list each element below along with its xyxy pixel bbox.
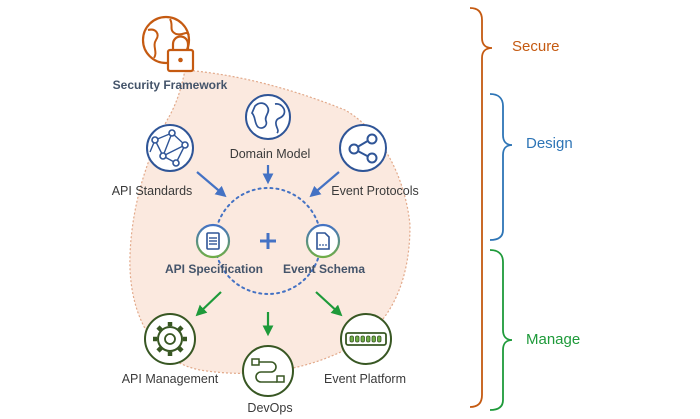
world-map-icon <box>245 94 291 140</box>
arrow-standards-to-spec <box>196 171 227 198</box>
api-management-label: API Management <box>121 372 219 386</box>
api-specification-label: API Specification <box>164 262 264 276</box>
arrow-spec-to-api-management <box>195 291 222 317</box>
devops-label: DevOps <box>247 401 293 415</box>
api-standards-label: API Standards <box>111 184 193 198</box>
network-icon <box>146 124 194 172</box>
secure-group-label: Secure <box>512 38 560 55</box>
design-group-label: Design <box>526 135 573 152</box>
domain-model-label: Domain Model <box>229 147 311 161</box>
globe-lock-icon <box>141 15 195 73</box>
manage-group-label: Manage <box>526 331 581 348</box>
event-platform-label: Event Platform <box>324 372 406 386</box>
event-schema-label: Event Schema <box>282 262 366 276</box>
manage-brace <box>489 249 513 411</box>
gear-icon <box>144 313 196 365</box>
workflow-icon <box>242 345 294 397</box>
schema-file-icon <box>305 223 341 259</box>
design-brace <box>489 93 513 241</box>
secure-brace <box>469 7 493 408</box>
arrow-protocols-to-schema <box>309 171 340 198</box>
document-icon <box>195 223 231 259</box>
security-framework-label: Security Framework <box>112 78 228 92</box>
event-stream-icon <box>340 313 392 365</box>
event-protocols-label: Event Protocols <box>331 184 419 198</box>
share-icon <box>339 124 387 172</box>
plus-icon <box>260 233 276 249</box>
arrow-schema-to-event-platform <box>315 291 343 317</box>
